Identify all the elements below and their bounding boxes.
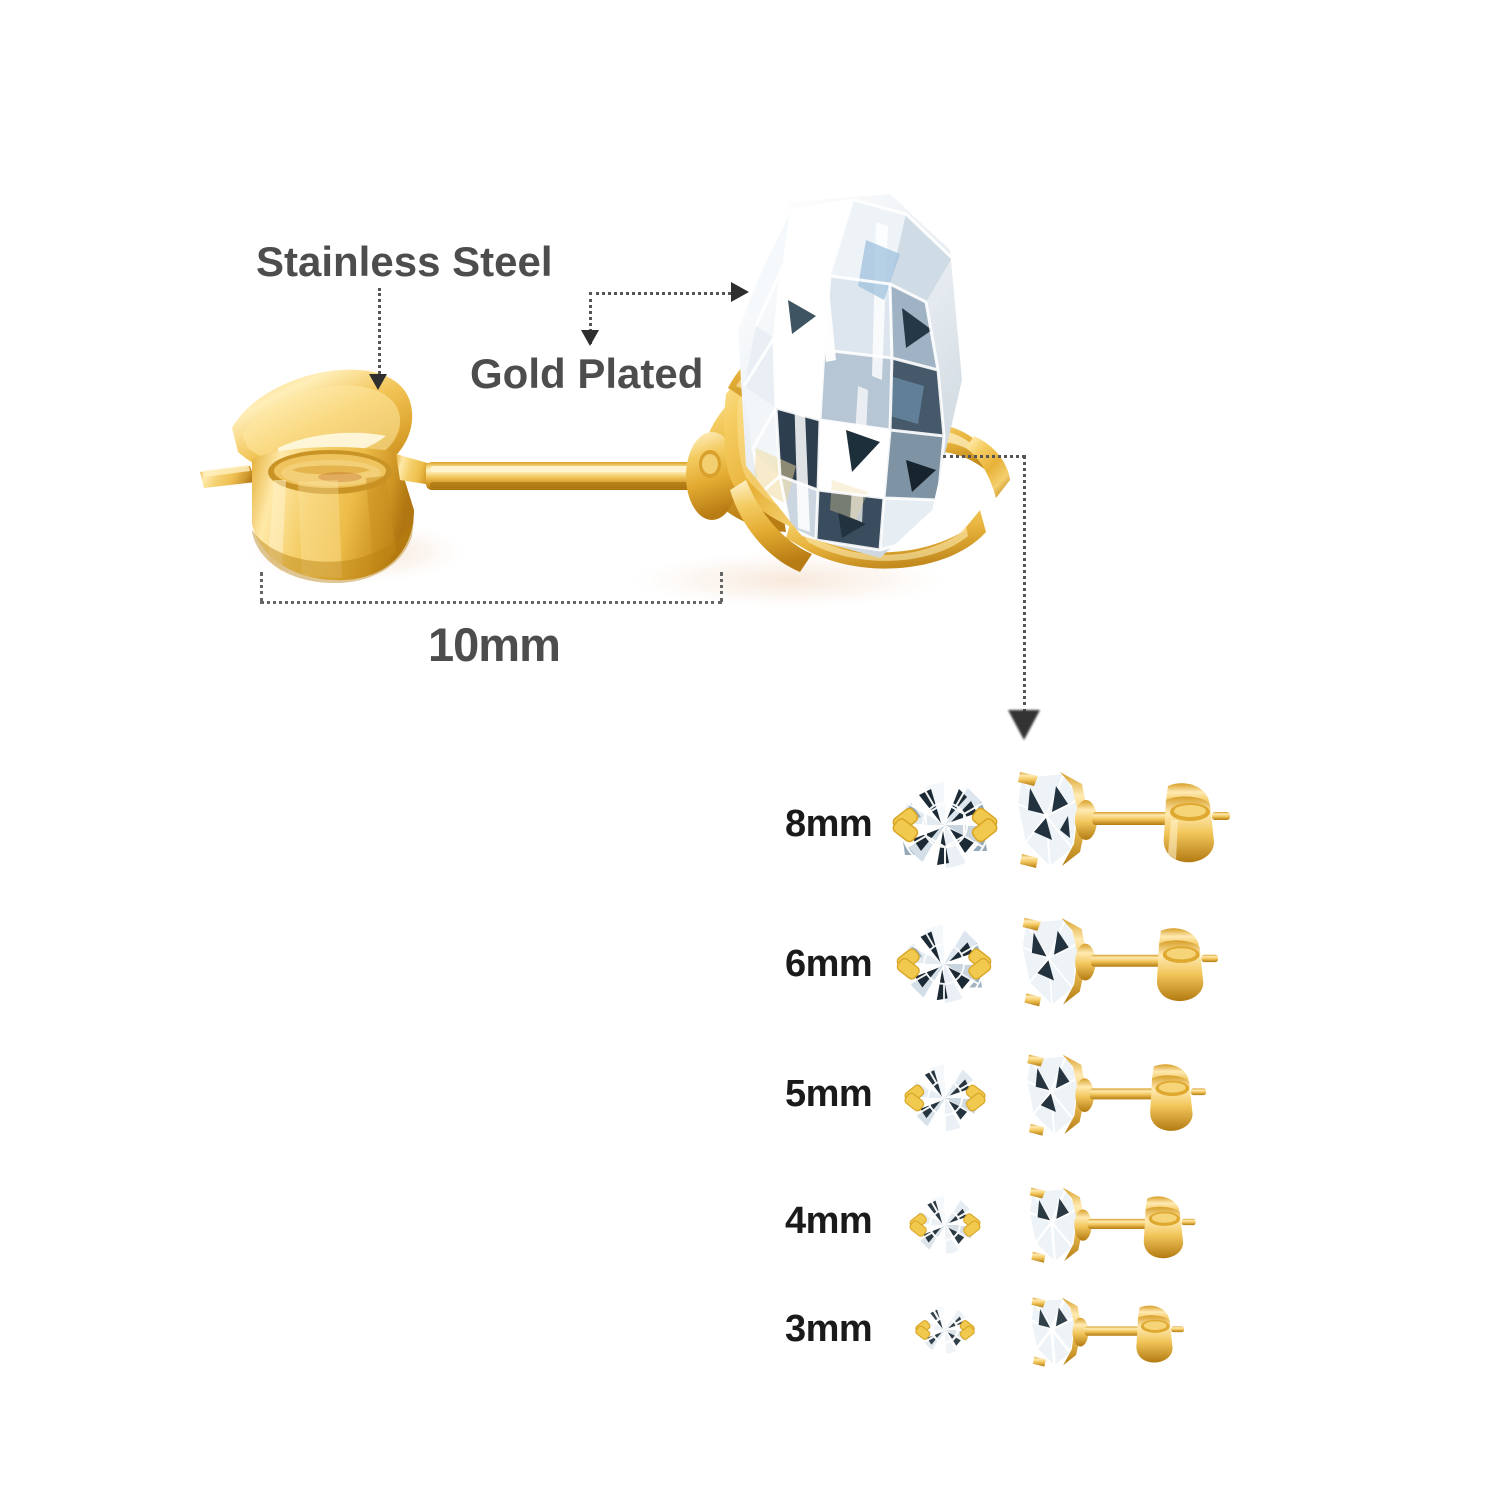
gem-front-view-8mm [892, 780, 998, 870]
hero-product-photo [190, 180, 1010, 610]
stainless-steel-label: Stainless Steel [256, 238, 553, 285]
dimension-tick-right [720, 572, 723, 602]
gem-prongs-6mm [896, 948, 992, 980]
size-chart-callout-line-horizontal [943, 455, 1025, 458]
dimension-tick-left [260, 572, 263, 602]
earring-side-view-3mm [1030, 1297, 1185, 1367]
size-label-4mm: 4mm [785, 1200, 873, 1242]
cz-stone [738, 194, 962, 558]
size-chart-arrow-icon [1008, 710, 1040, 740]
size-label-3mm: 3mm [785, 1308, 873, 1350]
butterfly-back-clutch [200, 369, 438, 584]
gem-front-view-3mm [915, 1304, 975, 1356]
gem-front-view-5mm [904, 1062, 986, 1134]
dimension-line-10mm [260, 601, 722, 604]
size-label-5mm: 5mm [785, 1073, 873, 1115]
gold-plated-arrow-down-icon [581, 330, 599, 346]
gold-plated-label: Gold Plated [470, 350, 704, 397]
size-chart-callout-line-vertical [1023, 455, 1026, 713]
gem-prongs-3mm [915, 1320, 975, 1340]
stone-facets [742, 198, 954, 552]
stainless-steel-callout-line [378, 288, 381, 374]
earring-side-view-6mm [1022, 917, 1219, 1007]
size-label-6mm: 6mm [785, 943, 873, 985]
earring-side-view-4mm [1029, 1187, 1196, 1263]
earring-side-view-5mm [1026, 1054, 1207, 1136]
earring-post [426, 462, 726, 490]
earring-side-view-8mm [1017, 772, 1230, 868]
gem-front-view-4mm [909, 1194, 981, 1256]
size-label-8mm: 8mm [785, 803, 873, 845]
gem-prongs-5mm [904, 1084, 986, 1112]
gold-plated-callout-line-horizontal [589, 292, 731, 295]
stainless-steel-arrow-icon [369, 374, 387, 390]
hero-earring-illustration [200, 194, 1010, 610]
gem-prongs-8mm [892, 807, 998, 843]
gold-plated-callout-line-vertical [589, 292, 592, 344]
gem-front-view-6mm [896, 923, 992, 1005]
dimension-label-10mm: 10mm [428, 618, 561, 671]
gold-plated-arrow-right-icon [731, 282, 749, 302]
gem-prongs-4mm [909, 1213, 981, 1237]
